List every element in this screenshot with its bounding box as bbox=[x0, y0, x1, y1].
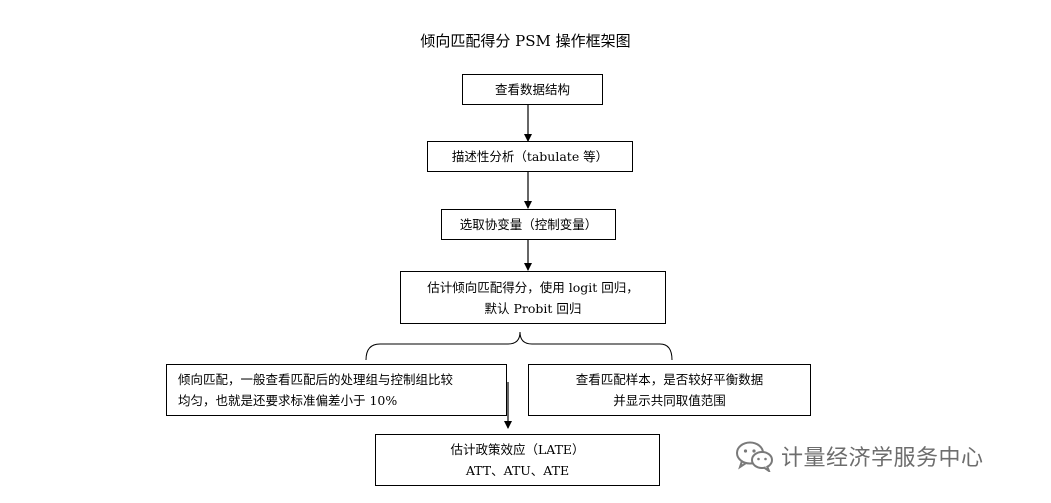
step-label-line1: 倾向匹配，一般查看匹配后的处理组与控制组比较 bbox=[178, 372, 454, 387]
step-label-line1: 估计政策效应（LATE） bbox=[450, 442, 585, 457]
step-estimate-policy-effect: 估计政策效应（LATE） ATT、ATU、ATE bbox=[375, 434, 660, 486]
step-label-line1: 查看匹配样本，是否较好平衡数据 bbox=[575, 372, 764, 387]
step-label: 描述性分析（tabulate 等） bbox=[451, 149, 609, 164]
step-estimate-propensity: 估计倾向匹配得分，使用 logit 回归， 默认 Probit 回归 bbox=[400, 271, 666, 324]
step-label-line2: 均匀，也就是还要求标准偏差小于 10% bbox=[178, 393, 398, 408]
step-label-line2: 并显示共同取值范围 bbox=[613, 393, 726, 408]
step-view-data-structure: 查看数据结构 bbox=[462, 74, 603, 105]
watermark: 计量经济学服务中心 bbox=[735, 440, 984, 472]
diagram-title: 倾向匹配得分 PSM 操作框架图 bbox=[420, 32, 631, 50]
step-label-line1: 估计倾向匹配得分，使用 logit 回归， bbox=[427, 279, 639, 295]
brace-bracket bbox=[365, 331, 673, 361]
step-check-matched-sample: 查看匹配样本，是否较好平衡数据 并显示共同取值范围 bbox=[528, 364, 811, 416]
wechat-icon bbox=[736, 441, 773, 472]
step-matching-balance: 倾向匹配，一般查看匹配后的处理组与控制组比较 均匀，也就是还要求标准偏差小于 1… bbox=[166, 364, 507, 416]
step-label: 选取协变量（控制变量） bbox=[459, 217, 598, 232]
step-descriptive-analysis: 描述性分析（tabulate 等） bbox=[427, 141, 633, 172]
step-label-line2: ATT、ATU、ATE bbox=[465, 463, 570, 478]
step-select-covariates: 选取协变量（控制变量） bbox=[441, 209, 616, 240]
watermark-text: 计量经济学服务中心 bbox=[781, 446, 984, 471]
step-label: 查看数据结构 bbox=[494, 82, 570, 97]
step-label-line2: 默认 Probit 回归 bbox=[484, 300, 582, 316]
